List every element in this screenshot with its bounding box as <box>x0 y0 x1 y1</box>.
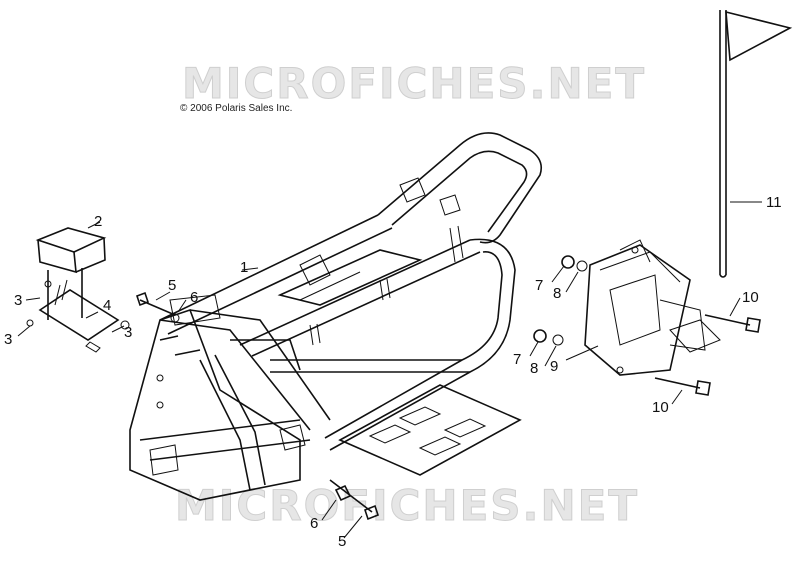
callout-6-a: 6 <box>190 289 198 306</box>
callout-1: 1 <box>240 259 248 276</box>
bracket-assembly-left <box>26 268 130 353</box>
bracket-assembly-right <box>533 239 761 396</box>
bolt-set-bottom <box>329 479 379 521</box>
watermark-top: MICROFICHES.NET <box>182 59 646 108</box>
copyright-text: © 2006 Polaris Sales Inc. <box>180 103 292 114</box>
callout-3-c: 3 <box>124 324 132 341</box>
seat-pad <box>35 227 107 274</box>
callout-2: 2 <box>94 213 102 230</box>
callout-7-b: 7 <box>513 351 521 368</box>
callout-5-a: 5 <box>168 277 176 294</box>
callout-6-b: 6 <box>310 515 318 532</box>
callout-11: 11 <box>766 194 782 211</box>
bolt-set-left <box>135 291 201 409</box>
watermark-bottom: MICROFICHES.NET <box>175 481 639 530</box>
callout-9: 9 <box>550 358 558 375</box>
callout-3-a: 3 <box>14 292 22 309</box>
callout-10-b: 10 <box>652 399 669 416</box>
callout-5-b: 5 <box>338 533 346 550</box>
callout-3-b: 3 <box>4 331 12 348</box>
main-frame <box>129 132 543 501</box>
callout-4: 4 <box>103 297 111 314</box>
callout-8-b: 8 <box>530 360 538 377</box>
callout-7-a: 7 <box>535 277 543 294</box>
leader-lines <box>17 201 762 539</box>
safety-flag <box>719 10 793 278</box>
callout-10-a: 10 <box>742 289 759 306</box>
callout-8-a: 8 <box>553 285 561 302</box>
